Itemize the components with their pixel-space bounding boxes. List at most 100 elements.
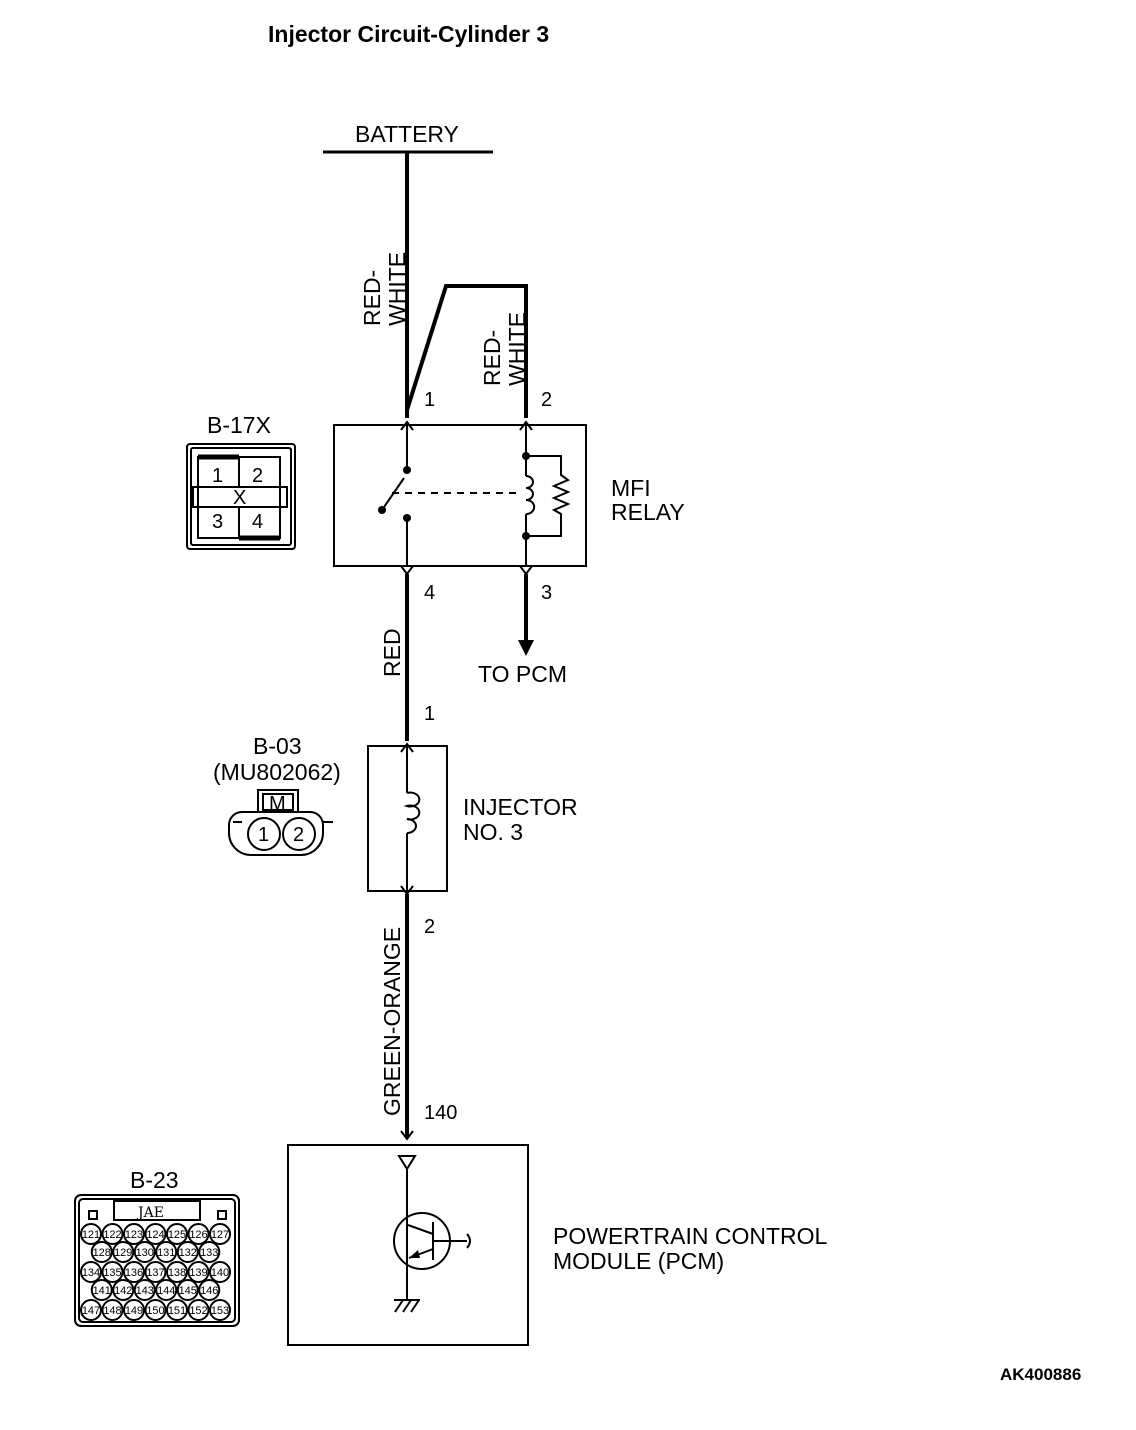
pcm-name-line1: POWERTRAIN CONTROL xyxy=(553,1223,828,1249)
injector-connector-code: B-03 xyxy=(253,733,302,759)
pcm-connector-pin-circle xyxy=(155,1279,178,1301)
pcm-connector-pin-circle xyxy=(198,1279,221,1301)
relay-pin-3: 3 xyxy=(541,582,552,604)
wire-relay-to-injector: RED xyxy=(379,574,409,741)
pcm-connector-pin-circle xyxy=(123,1223,145,1245)
pcm-connector-pin-circle xyxy=(101,1261,124,1283)
injector-no3 xyxy=(367,742,448,896)
arrow-to-pcm xyxy=(518,640,534,656)
injector-connector-pin: 2 xyxy=(293,824,304,846)
wire-color-line: RED- xyxy=(479,330,505,386)
wire-injector-to-pcm: GREEN-ORANGE xyxy=(379,894,409,1137)
pcm-connector-pin-label: 122 xyxy=(103,1229,121,1241)
relay-pin-markers xyxy=(400,420,533,576)
wire-color-red-white-1: RED- WHITE xyxy=(359,252,410,326)
pcm-connector-pin-label: 142 xyxy=(114,1285,132,1297)
relay-connector-code: B-17X xyxy=(207,412,271,438)
pcm-connector-pin-label: 134 xyxy=(82,1267,100,1279)
pcm-connector-pin-label: 149 xyxy=(125,1305,143,1317)
pcm-connector-pin-circle xyxy=(144,1299,167,1321)
pcm-connector-pin-circle xyxy=(144,1261,167,1283)
pcm-connector-code: B-23 xyxy=(130,1167,179,1193)
injector-connector-part: (MU802062) xyxy=(213,759,341,785)
pcm-connector-pin-circle xyxy=(90,1241,113,1263)
pcm-connector-pin-circle xyxy=(166,1261,188,1283)
pcm-connector-pin-circle xyxy=(123,1299,145,1321)
pcm-connector-pin-label: 127 xyxy=(211,1229,229,1241)
pcm-input-terminal xyxy=(397,1155,417,1171)
pcm-pin-140: 140 xyxy=(424,1102,457,1124)
pcm-connector-pin-label: 143 xyxy=(136,1285,154,1297)
pcm-connector-pin-circle xyxy=(112,1279,135,1301)
pcm-connector-pin-label: 138 xyxy=(168,1267,186,1279)
pcm-connector-pin-label: 145 xyxy=(179,1285,197,1297)
injector-connector-pin: 1 xyxy=(258,824,269,846)
relay-pin-2: 2 xyxy=(541,389,552,411)
relay-coil xyxy=(525,475,536,515)
pcm-connector-pin-circle xyxy=(209,1223,231,1245)
relay-connector-pin: 3 xyxy=(212,511,223,533)
pcm-connector-pin-label: 124 xyxy=(146,1229,164,1241)
relay-pin-1: 1 xyxy=(424,389,435,411)
pcm-connector-pin-label: 139 xyxy=(189,1267,207,1279)
pcm-connector-pin-label: 152 xyxy=(189,1305,207,1317)
pcm-connector-pin-circle xyxy=(155,1241,178,1263)
pcm-connector-pin-circle xyxy=(101,1299,124,1321)
wire-color-red: RED xyxy=(379,628,405,677)
pcm-connector-pin-label: 147 xyxy=(82,1305,100,1317)
pcm-connector-pin-circle xyxy=(90,1279,113,1301)
pcm-connector-pin-circle xyxy=(187,1299,210,1321)
relay-name-line2: RELAY xyxy=(611,499,685,525)
wire-battery-to-relay-pin1: RED- WHITE xyxy=(359,152,410,418)
pcm-connector-pin-circle xyxy=(133,1279,156,1301)
pcm-connector-pin-label: 126 xyxy=(189,1229,207,1241)
pcm-connector-pin-label: 130 xyxy=(136,1247,154,1259)
pcm-connector-pin-circle xyxy=(101,1223,124,1245)
pcm-connector-pin-label: 131 xyxy=(157,1247,175,1259)
pcm-housing xyxy=(287,1144,529,1346)
pcm-connector-pin-circle xyxy=(166,1223,188,1245)
injector-name-line1: INJECTOR xyxy=(463,794,578,820)
pcm-connector-pin-label: 146 xyxy=(200,1285,218,1297)
pcm-connector-pin-circle xyxy=(176,1241,199,1263)
pcm-connector-pin-circle xyxy=(198,1241,221,1263)
battery-label: BATTERY xyxy=(355,121,459,147)
wire-battery-to-relay-pin2: RED- WHITE xyxy=(405,284,530,418)
pcm-connector-pin-circle xyxy=(112,1241,135,1263)
wire-color-red-white-2: RED- WHITE xyxy=(479,312,530,386)
pcm-connector-pin-label: 123 xyxy=(125,1229,143,1241)
pcm-connector-pin-label: 148 xyxy=(103,1305,121,1317)
pcm-connector-pin-label: 133 xyxy=(200,1247,218,1259)
relay-connector-pin: 1 xyxy=(212,465,223,487)
pcm-connector-pin-label: 140 xyxy=(211,1267,229,1279)
injector-pin-2: 2 xyxy=(424,916,435,938)
pcm-connector-pin-circle xyxy=(133,1241,156,1263)
injector-connector-key: M xyxy=(269,793,286,815)
pcm-connector-pin-circle xyxy=(80,1223,102,1245)
diagram-title: Injector Circuit-Cylinder 3 xyxy=(268,21,549,47)
pcm-module xyxy=(287,1144,529,1346)
injector-name-line2: NO. 3 xyxy=(463,819,523,845)
pcm-connector-pin-circle xyxy=(166,1299,188,1321)
figure-code: AK400886 xyxy=(1000,1365,1081,1384)
pcm-connector-pin-label: 150 xyxy=(146,1305,164,1317)
pcm-connector-pin-circle xyxy=(176,1279,199,1301)
pcm-connector-pin-label: 137 xyxy=(146,1267,164,1279)
pcm-connector-pin-circle xyxy=(209,1299,231,1321)
relay-name-line1: MFI xyxy=(611,475,651,501)
wire-relay-to-pcm xyxy=(518,574,534,656)
injector-connector-b03: M 1 2 xyxy=(228,789,333,856)
relay-resistor xyxy=(526,455,571,537)
pcm-connector-pin-label: 129 xyxy=(114,1247,132,1259)
relay-connector-b17x: 1 2 3 4 X xyxy=(186,443,296,550)
pcm-connector-pin-label: 132 xyxy=(179,1247,197,1259)
wire-color-line: WHITE xyxy=(384,252,410,326)
pcm-connector-pin-label: 128 xyxy=(93,1247,111,1259)
relay-connector-pin: 2 xyxy=(252,465,263,487)
pcm-connector-pin-circle xyxy=(209,1261,231,1283)
pcm-connector-pin-circle xyxy=(80,1261,102,1283)
pcm-connector-pin-circle xyxy=(80,1299,102,1321)
